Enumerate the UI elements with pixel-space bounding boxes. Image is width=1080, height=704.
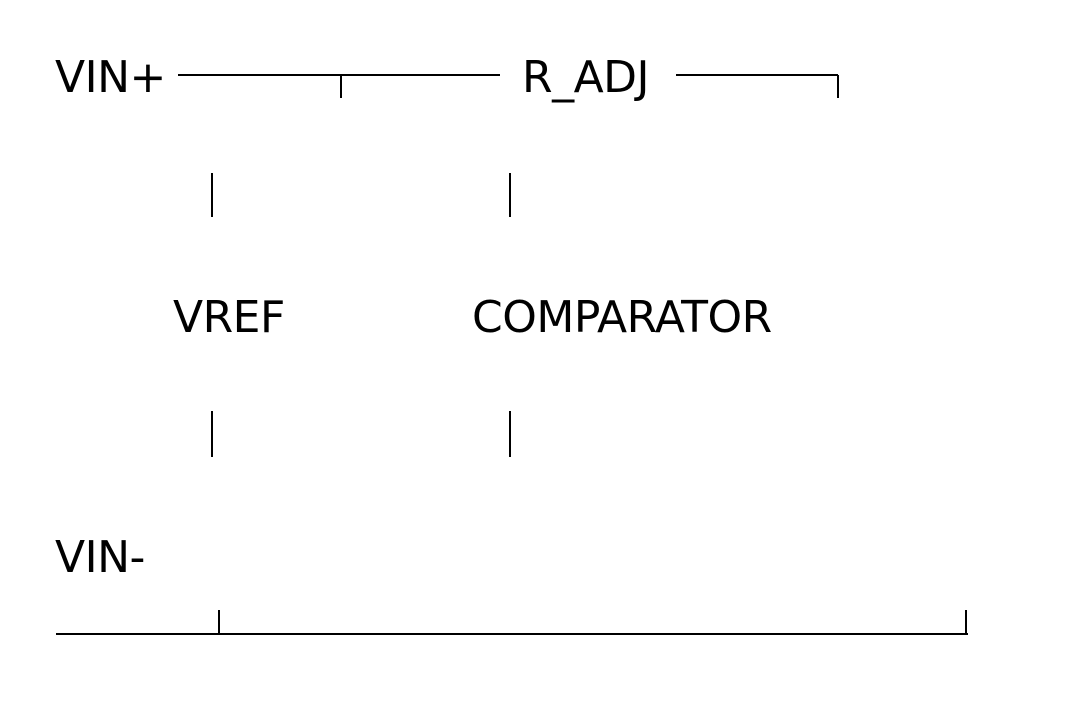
label-comparator: COMPARATOR — [472, 292, 772, 343]
label-r-adj: R_ADJ — [522, 52, 650, 103]
label-vref: VREF — [173, 292, 285, 343]
label-vin-plus: VIN+ — [55, 52, 166, 103]
label-vin-minus: VIN- — [55, 532, 145, 583]
